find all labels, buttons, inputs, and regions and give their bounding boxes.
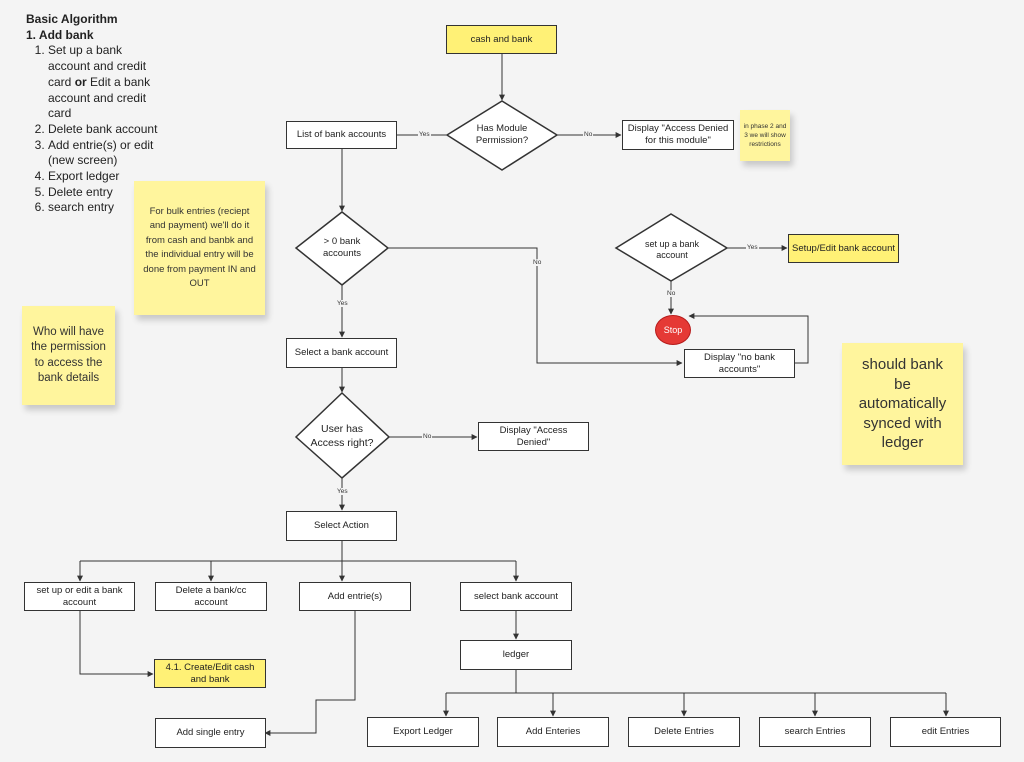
delete-account-box[interactable]: Delete a bank/cc account	[155, 582, 267, 611]
add-single-entry-box[interactable]: Add single entry	[155, 718, 266, 748]
label-user-yes: Yes	[336, 488, 349, 495]
algorithm-title: Basic Algorithm	[26, 12, 118, 26]
connector-noaccounts-stop	[688, 313, 809, 364]
connector-setup-create	[79, 611, 154, 677]
algorithm-step: Add entrie(s) or edit (new screen)	[48, 138, 161, 169]
label-gt0-yes: Yes	[336, 300, 349, 307]
diamond-setup-account	[614, 213, 729, 282]
label-module-no: No	[583, 131, 594, 138]
label-user-no: No	[422, 433, 433, 440]
connector-action-branch	[80, 541, 516, 562]
select-bank-account-box[interactable]: Select a bank account	[286, 338, 397, 368]
add-enteries-box[interactable]: Add Enteries	[497, 717, 609, 747]
search-entries-box[interactable]: search Entries	[759, 717, 871, 747]
diamond-user-access	[294, 391, 391, 479]
setup-edit-account-box[interactable]: set up or edit a bank account	[24, 582, 135, 611]
setup-edit-bank-account-box[interactable]: Setup/Edit bank account	[788, 234, 899, 263]
select-bank-account-action-box[interactable]: select bank account	[460, 582, 572, 611]
access-denied-box[interactable]: Display "Access Denied"	[478, 422, 589, 451]
connector-gt0-no	[388, 247, 683, 366]
label-setup-yes: Yes	[746, 244, 759, 251]
algorithm-step: Delete entry	[48, 185, 161, 201]
connectors	[77, 54, 949, 736]
algorithm-step: Set up a bank account and credit card or…	[48, 43, 161, 122]
setup-account-label: set up a bank account	[644, 239, 700, 260]
algorithm-steps: Set up a bank account and credit card or…	[26, 43, 161, 216]
sticky-phase[interactable]: in phase 2 and 3 we will show restrictio…	[740, 110, 790, 161]
sticky-permission[interactable]: Who will have the permission to access t…	[22, 306, 115, 405]
algorithm-step: search entry	[48, 200, 161, 216]
access-denied-module-box[interactable]: Display "Access Denied for this module"	[622, 120, 734, 150]
edit-entries-box[interactable]: edit Entries	[890, 717, 1001, 747]
diamond-gt0-accounts	[294, 211, 390, 286]
label-gt0-no: No	[532, 259, 543, 266]
export-ledger-box[interactable]: Export Ledger	[367, 717, 479, 747]
algorithm-step: Delete bank account	[48, 122, 161, 138]
start-cash-and-bank[interactable]: cash and bank	[446, 25, 557, 54]
module-permission-label: Has Module Permission?	[475, 123, 529, 146]
label-module-yes: Yes	[418, 131, 431, 138]
list-of-bank-accounts-box[interactable]: List of bank accounts	[286, 121, 397, 149]
stop-terminal[interactable]: Stop	[655, 315, 691, 345]
label-setup-no: No	[666, 290, 677, 297]
no-bank-accounts-box[interactable]: Display "no bank accounts"	[684, 349, 795, 378]
algorithm-step: Export ledger	[48, 169, 161, 185]
algorithm-section: 1. Add bank	[26, 27, 94, 42]
connector-add-single	[264, 611, 356, 736]
add-entries-box[interactable]: Add entrie(s)	[299, 582, 411, 611]
select-action-box[interactable]: Select Action	[286, 511, 397, 541]
sticky-bulk-entries[interactable]: For bulk entries (reciept and payment) w…	[134, 181, 265, 315]
ledger-box[interactable]: ledger	[460, 640, 572, 670]
create-edit-cash-bank-box[interactable]: 4.1. Create/Edit cash and bank	[154, 659, 266, 688]
gt0-accounts-label: > 0 bank accounts	[322, 236, 362, 259]
basic-algorithm-notes: Basic Algorithm 1. Add bank Set up a ban…	[26, 12, 161, 216]
delete-entries-box[interactable]: Delete Entries	[628, 717, 740, 747]
user-access-label: User has Access right?	[310, 423, 374, 449]
sticky-sync-ledger[interactable]: should bank be automatically synced with…	[842, 343, 963, 465]
connector-ledger-branch	[446, 670, 946, 694]
algorithm-step-or: or	[74, 74, 87, 89]
diamond-module-permission	[445, 100, 559, 171]
